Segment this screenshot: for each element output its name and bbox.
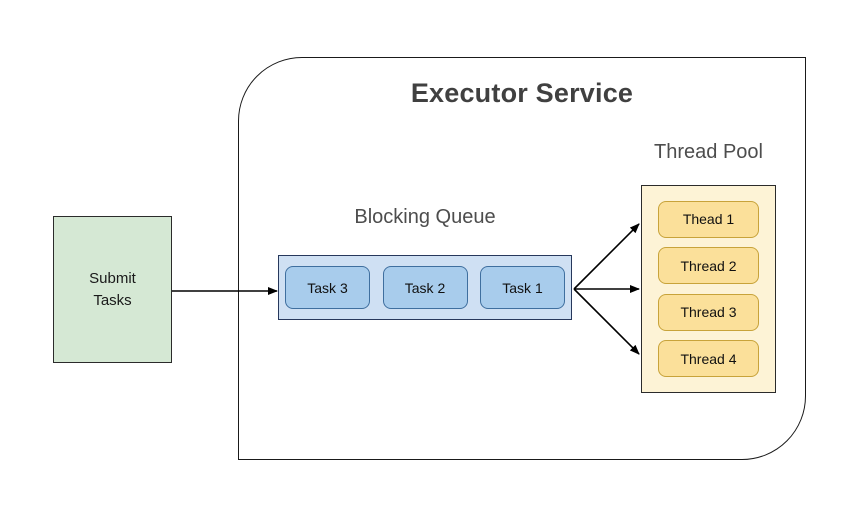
executor-service-title: Executor Service — [410, 78, 634, 108]
executor-service-container — [238, 57, 806, 460]
submit-tasks-label: Submit Tasks — [89, 269, 136, 309]
thread-item: Thread 4 — [658, 340, 759, 378]
thread-label: Thead 1 — [682, 211, 735, 228]
task-label: Task 3 — [307, 279, 348, 296]
blocking-queue-title: Blocking Queue — [354, 206, 496, 228]
task-item: Task 3 — [285, 266, 370, 309]
thread-label: Thread 3 — [680, 304, 737, 321]
submit-tasks-box: Submit Tasks — [53, 216, 172, 363]
thread-item: Thread 2 — [658, 247, 759, 285]
task-item: Task 2 — [382, 266, 468, 309]
thread-item: Thead 1 — [658, 200, 759, 238]
thread-label: Thread 4 — [680, 350, 737, 367]
task-item: Task 1 — [480, 266, 565, 309]
blocking-queue-container: Task 3 Task 2 Task 1 — [278, 255, 572, 320]
thread-label: Thread 2 — [680, 257, 737, 274]
task-label: Task 2 — [404, 279, 446, 296]
thread-item: Thread 3 — [658, 293, 759, 331]
thread-pool-container: Thead 1 Thread 2 Thread 3 Thread 4 — [641, 185, 776, 393]
thread-pool-title: Thread Pool — [654, 141, 763, 163]
task-label: Task 1 — [502, 279, 543, 296]
